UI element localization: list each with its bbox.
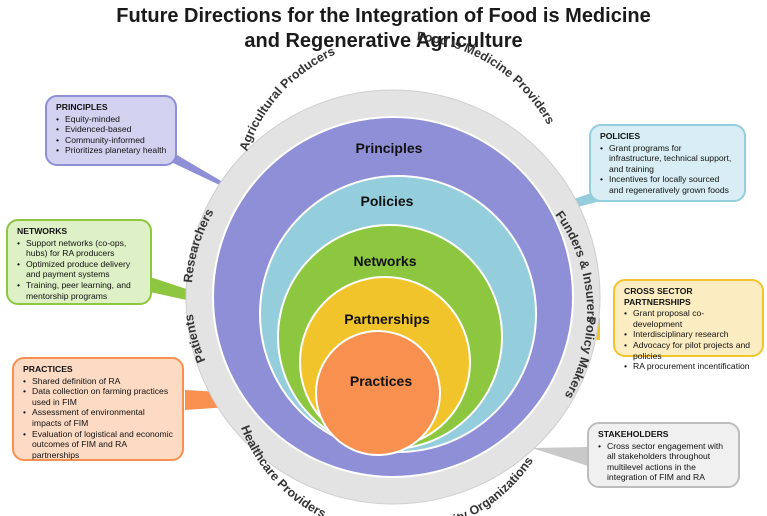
- diagram-title-line-2: and Regenerative Agriculture: [244, 30, 523, 52]
- practices-callout-list: Shared definition of RA Data collection …: [23, 376, 174, 461]
- partnerships-callout-list: Grant proposal co- development Interdisc…: [624, 308, 754, 372]
- policies-callout: POLICIES Grant programs for infrastructu…: [589, 124, 746, 202]
- principles-callout-heading: PRINCIPLES: [56, 102, 108, 112]
- partnerships-callout: CROSS SECTOR PARTNERSHIPS Grant proposal…: [613, 279, 764, 371]
- stakeholders-callout-heading: STAKEHOLDERS: [598, 429, 669, 439]
- stakeholders-pointer: [532, 447, 588, 466]
- principles-item: Community-informed: [56, 135, 167, 146]
- practices-item: Shared definition of RA: [23, 376, 174, 387]
- partnerships-callout-heading: CROSS SECTOR PARTNERSHIPS: [624, 286, 693, 307]
- policies-callout-list: Grant programs for infrastructure, techn…: [600, 143, 736, 196]
- networks-item: Training, peer learning, and mentorship …: [17, 280, 142, 301]
- practices-label: Practices: [350, 373, 412, 389]
- partnerships-item: RA procurement incentification: [624, 361, 754, 372]
- practices-item: Evaluation of logistical and economic ou…: [23, 429, 174, 461]
- diagram-title-line-1: Future Directions for the Integration of…: [116, 5, 651, 27]
- principles-item: Evidenced-based: [56, 124, 167, 135]
- practices-callout: PRACTICES Shared definition of RA Data c…: [12, 357, 184, 461]
- policies-label: Policies: [361, 193, 414, 209]
- stakeholders-callout-list: Cross sector engagement with all stakeho…: [598, 441, 730, 483]
- stakeholders-callout: STAKEHOLDERS Cross sector engagement wit…: [587, 422, 740, 488]
- networks-callout-list: Support networks (co-ops, hubs) for RA p…: [17, 238, 142, 302]
- policies-item: Incentives for locally sourced and regen…: [600, 174, 736, 195]
- policies-callout-heading: POLICIES: [600, 131, 641, 141]
- networks-item: Optimized produce delivery and payment s…: [17, 259, 142, 280]
- practices-callout-heading: PRACTICES: [23, 364, 73, 374]
- practices-item: Data collection on farming practices use…: [23, 386, 174, 407]
- policies-item: Grant programs for infrastructure, techn…: [600, 143, 736, 175]
- practices-item: Assessment of environmental impacts of F…: [23, 407, 174, 428]
- principles-item: Equity-minded: [56, 114, 167, 125]
- networks-callout-heading: NETWORKS: [17, 226, 68, 236]
- networks-label: Networks: [353, 253, 416, 269]
- principles-item: Prioritizes planetary health: [56, 145, 167, 156]
- partnerships-item: Advocacy for pilot projects and policies: [624, 340, 754, 361]
- partnerships-label: Partnerships: [344, 311, 430, 327]
- networks-callout: NETWORKS Support networks (co-ops, hubs)…: [6, 219, 152, 305]
- practices-ring: [315, 330, 441, 456]
- partnerships-item: Grant proposal co- development: [624, 308, 754, 329]
- stakeholders-item: Cross sector engagement with all stakeho…: [598, 441, 730, 483]
- networks-item: Support networks (co-ops, hubs) for RA p…: [17, 238, 142, 259]
- principles-callout: PRINCIPLES Equity-minded Evidenced-based…: [45, 95, 177, 166]
- principles-label: Principles: [356, 140, 423, 156]
- partnerships-item: Interdisciplinary research: [624, 329, 754, 340]
- principles-callout-list: Equity-minded Evidenced-based Community-…: [56, 114, 167, 156]
